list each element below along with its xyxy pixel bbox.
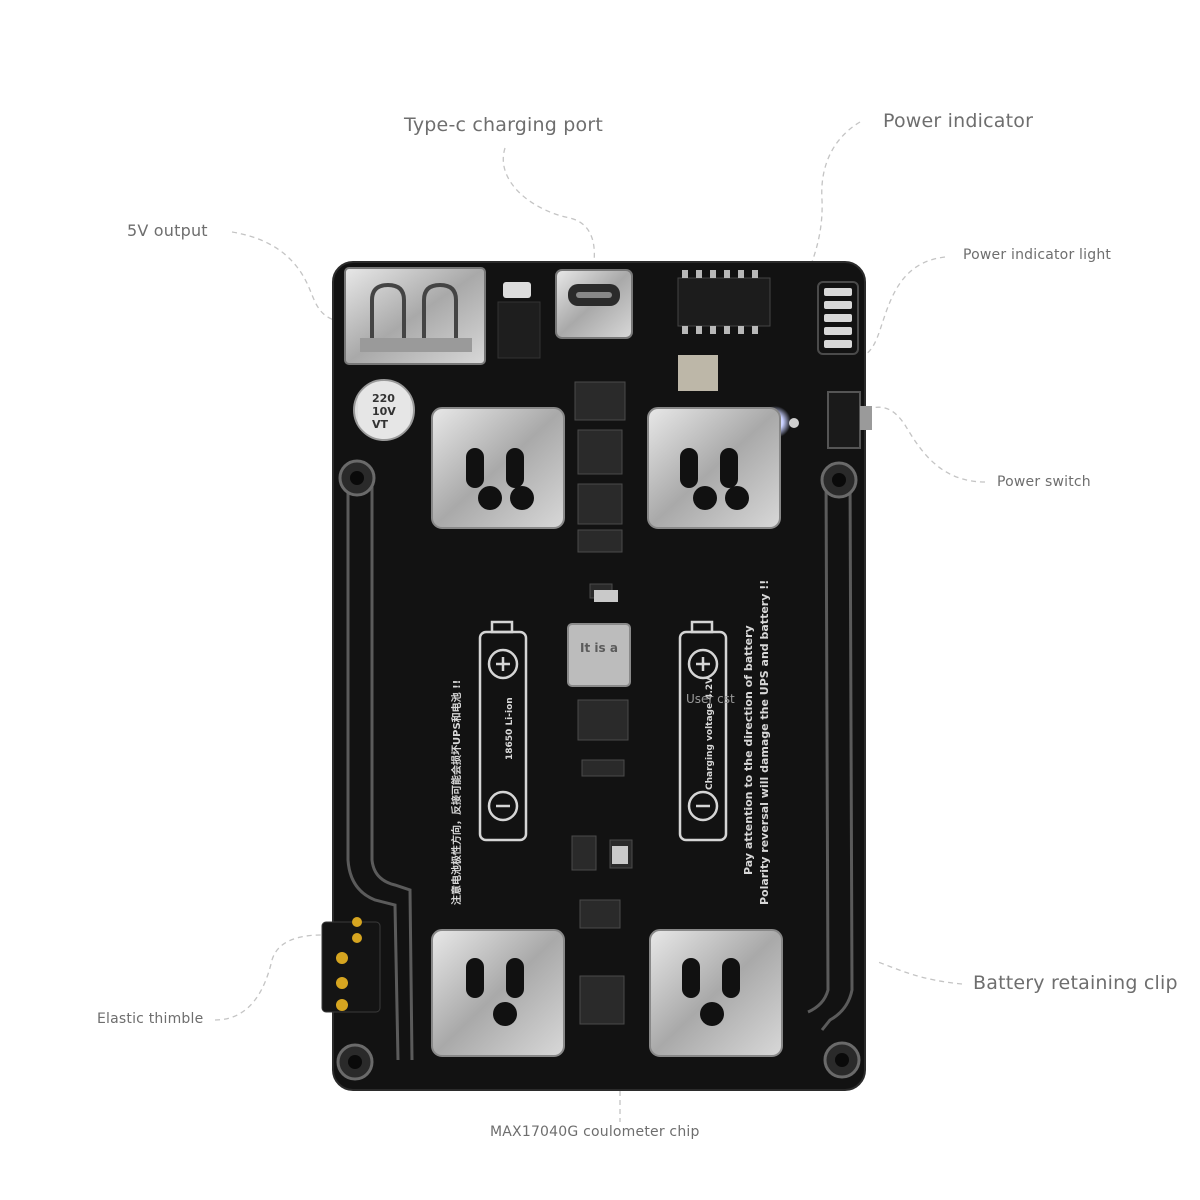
user-text: User cst [686,692,735,706]
elastic-thimble [321,917,381,1013]
power-inductor: It is a [567,623,631,687]
callout-power-switch: Power switch [997,474,1091,490]
left-cell-label: 18650 Li-ion [505,697,515,760]
leader-power-indicator [811,121,861,263]
leader-retaining-clip [877,961,963,985]
battery-clip-top-right [647,407,781,529]
callout-5v-output: 5V output [127,221,208,240]
battery-clip-bottom-right [649,929,783,1057]
capacitor-text-3: VT [372,418,389,431]
leader-lines [214,121,986,1122]
usb-a-port [344,267,486,365]
right-cell-label: Charging voltage 4.2V [705,677,715,790]
power-switch [827,391,872,449]
warning-line-2: Polarity reversal will damage the UPS an… [758,580,771,905]
callout-coulometer-chip: MAX17040G coulometer chip [490,1124,700,1140]
leader-thimble [214,934,323,1021]
inductor-label: It is a [580,641,618,655]
warning-line-1: Pay attention to the direction of batter… [742,625,755,875]
callout-type-c-port: Type-c charging port [404,114,604,136]
electrolytic-capacitor: 220 10V VT [353,379,415,441]
battery-clip-top-left [431,407,565,529]
indicator-led-bar [824,288,852,348]
leader-type-c [502,147,596,263]
leader-indicator-light [864,256,946,356]
center-components [571,381,633,1025]
type-c-port [555,269,633,339]
cjk-warning: 注意电池极性方向，反接可能会损坏UPS和电池 !! [450,680,463,905]
battery-clip-bottom-left [431,929,565,1057]
callout-indicator-light: Power indicator light [963,247,1112,263]
callout-power-indicator: Power indicator [883,110,1034,132]
capacitor-text-1: 220 [372,392,395,405]
capacitor-text-2: 10V [372,405,396,418]
acrylic-rails [346,469,854,1061]
leader-5v-output [231,231,335,321]
battery-outline-right [678,620,728,842]
leader-power-switch [871,406,986,483]
callout-battery-retaining-clip: Battery retaining clip [973,972,1178,994]
rail-screws [336,459,861,1081]
callout-elastic-thimble: Elastic thimble [97,1011,204,1027]
battery-outline-left [478,620,528,842]
